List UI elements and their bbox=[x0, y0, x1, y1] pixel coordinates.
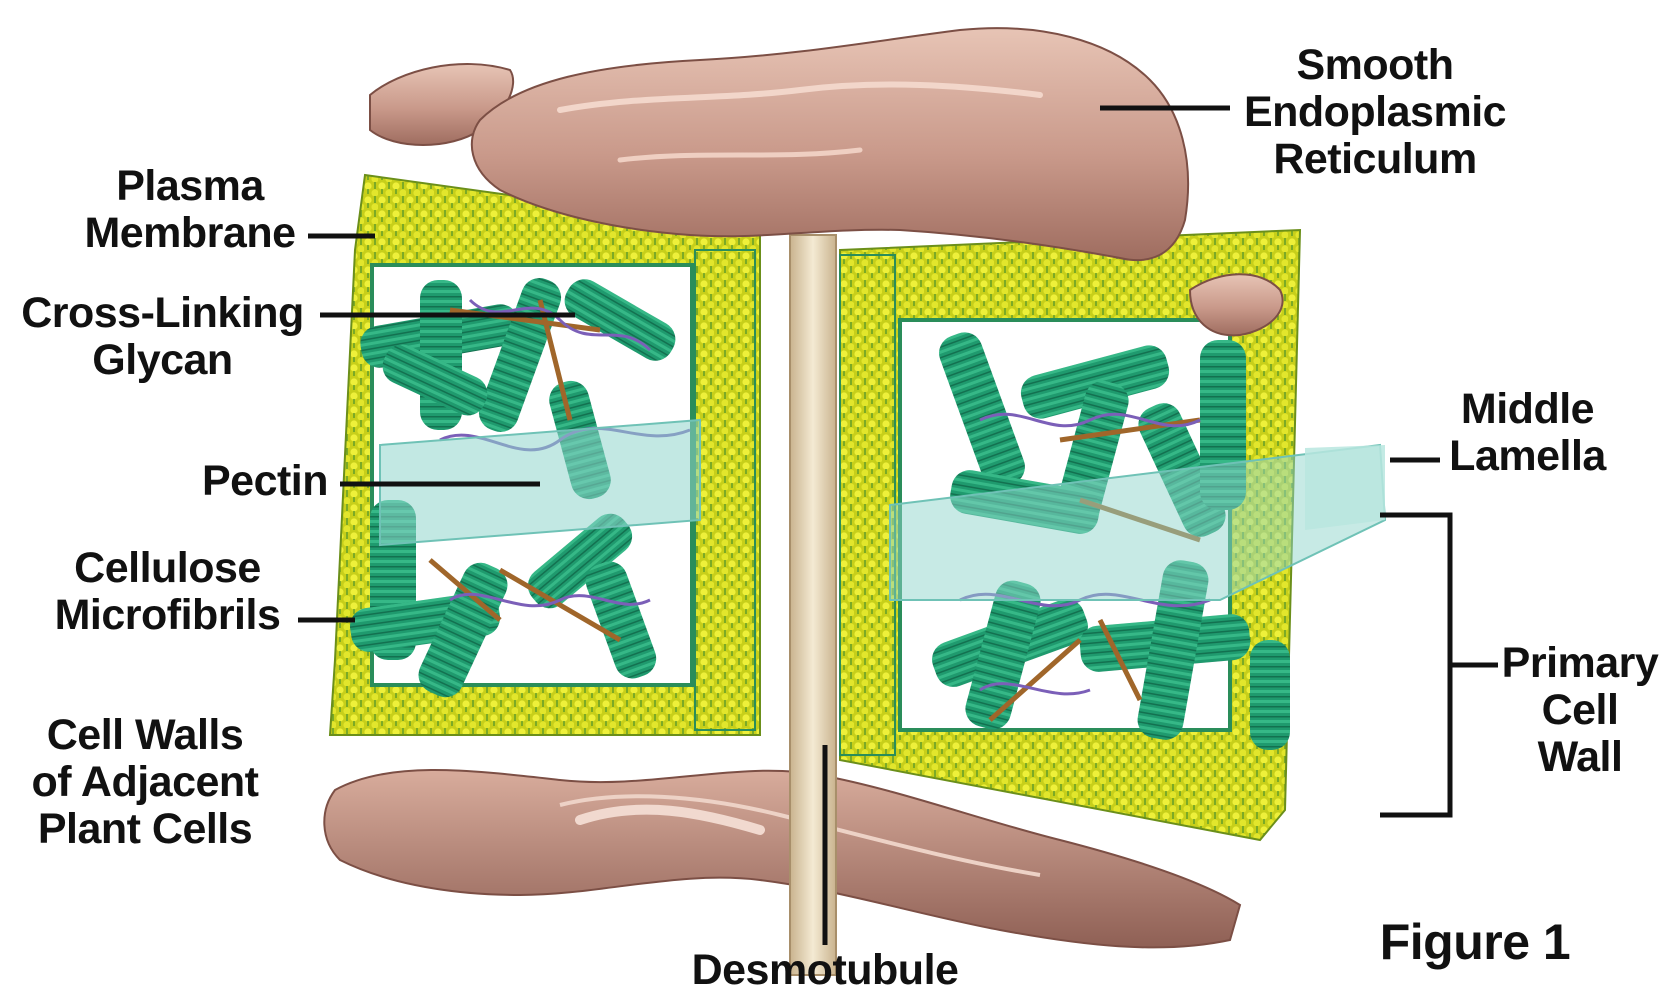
label-middle-lamella: Middle Lamella bbox=[1440, 386, 1615, 480]
label-pectin: Pectin bbox=[190, 458, 340, 505]
label-cellulose-microfibrils: Cellulose Microfibrils bbox=[40, 545, 295, 639]
label-cell-walls-of-adjacent-plant-cells: Cell Walls of Adjacent Plant Cells bbox=[20, 712, 270, 853]
primary-cell-wall-bracket bbox=[1380, 515, 1498, 815]
desmotubule-tube bbox=[790, 235, 836, 975]
figure-label: Figure 1 bbox=[1370, 915, 1580, 969]
label-cross-linking-glycan: Cross-Linking Glycan bbox=[10, 290, 315, 384]
label-plasma-membrane: Plasma Membrane bbox=[75, 163, 305, 257]
label-primary-cell-wall: Primary Cell Wall bbox=[1495, 640, 1665, 781]
label-smooth-endoplasmic-reticulum: Smooth Endoplasmic Reticulum bbox=[1235, 42, 1515, 183]
label-desmotubule: Desmotubule bbox=[670, 947, 980, 994]
